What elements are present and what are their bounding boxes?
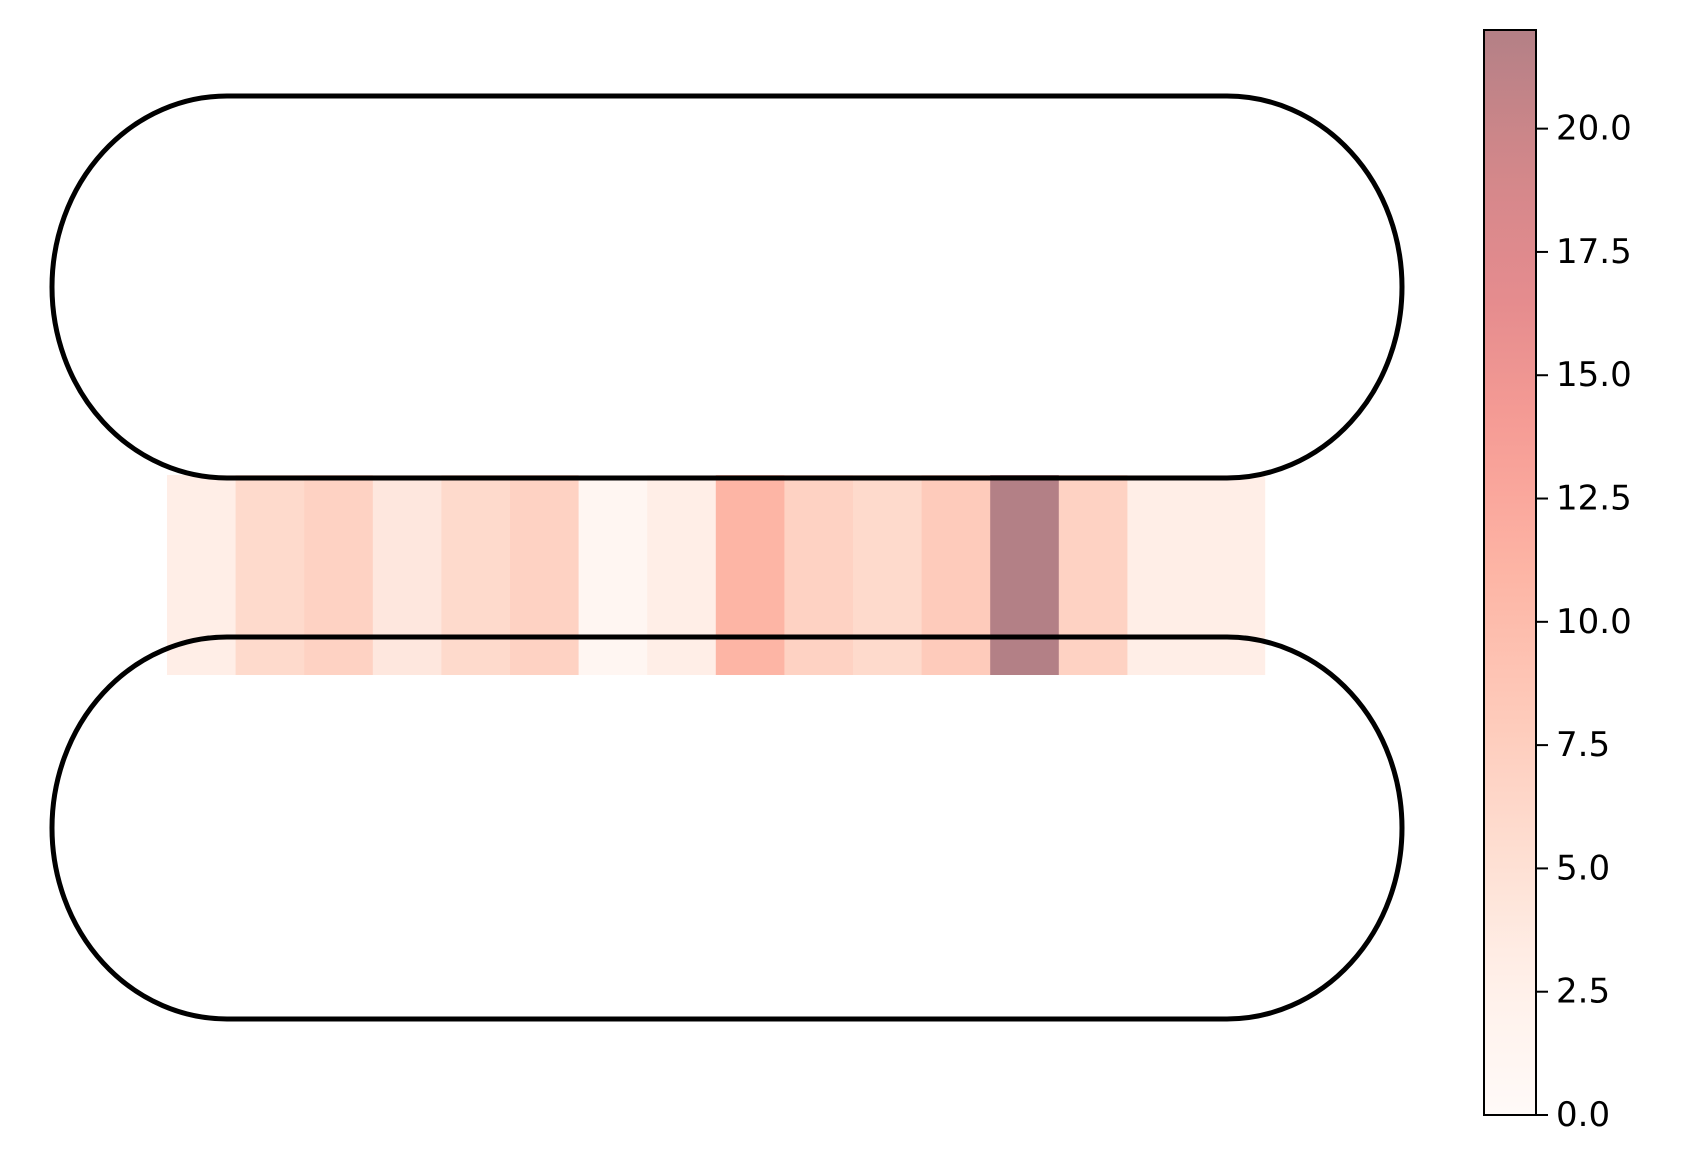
heatmap-cell bbox=[990, 475, 1060, 675]
colorbar-tick-label: 17.5 bbox=[1556, 232, 1632, 272]
colorbar-tick-label: 0.0 bbox=[1556, 1095, 1610, 1135]
upper-loop-outline bbox=[49, 93, 1405, 481]
colorbar-tick-label: 2.5 bbox=[1556, 972, 1610, 1012]
colorbar-tick-label: 20.0 bbox=[1556, 109, 1632, 149]
heatmap-cell bbox=[784, 475, 854, 675]
heatmap-cell bbox=[1127, 475, 1197, 675]
heatmap-cell bbox=[853, 475, 923, 675]
heatmap-cell bbox=[167, 475, 237, 675]
colorbar-gradient bbox=[1483, 29, 1537, 1116]
heatmap-cell bbox=[372, 475, 442, 675]
colorbar-tick-label: 15.0 bbox=[1556, 355, 1632, 395]
colorbar: 0.0 2.5 5.0 7.5 10.0 12.5 15.0 17.5 20.0 bbox=[1483, 29, 1632, 1135]
colorbar-tick-label: 10.0 bbox=[1556, 602, 1632, 642]
heatmap-cell bbox=[715, 475, 785, 675]
lower-loop-outline bbox=[49, 634, 1405, 1022]
heatmap-cell bbox=[647, 475, 717, 675]
heatmap-cell bbox=[921, 475, 991, 675]
colorbar-ticks: 0.0 2.5 5.0 7.5 10.0 12.5 15.0 17.5 20.0 bbox=[1536, 109, 1632, 1135]
heatmap-cell bbox=[1058, 475, 1128, 675]
track-outline bbox=[49, 93, 1405, 1022]
heatmap-cell bbox=[510, 475, 580, 675]
colorbar-tick-label: 5.0 bbox=[1556, 848, 1610, 888]
colorbar-tick-label: 12.5 bbox=[1556, 479, 1632, 519]
heatmap-cells bbox=[167, 475, 1266, 675]
heatmap-cell bbox=[304, 475, 374, 675]
heatmap-cell bbox=[1196, 475, 1266, 675]
heatmap-cell bbox=[578, 475, 648, 675]
heatmap-cell bbox=[441, 475, 511, 675]
heatmap-cell bbox=[235, 475, 305, 675]
colorbar-tick-label: 7.5 bbox=[1556, 725, 1610, 765]
